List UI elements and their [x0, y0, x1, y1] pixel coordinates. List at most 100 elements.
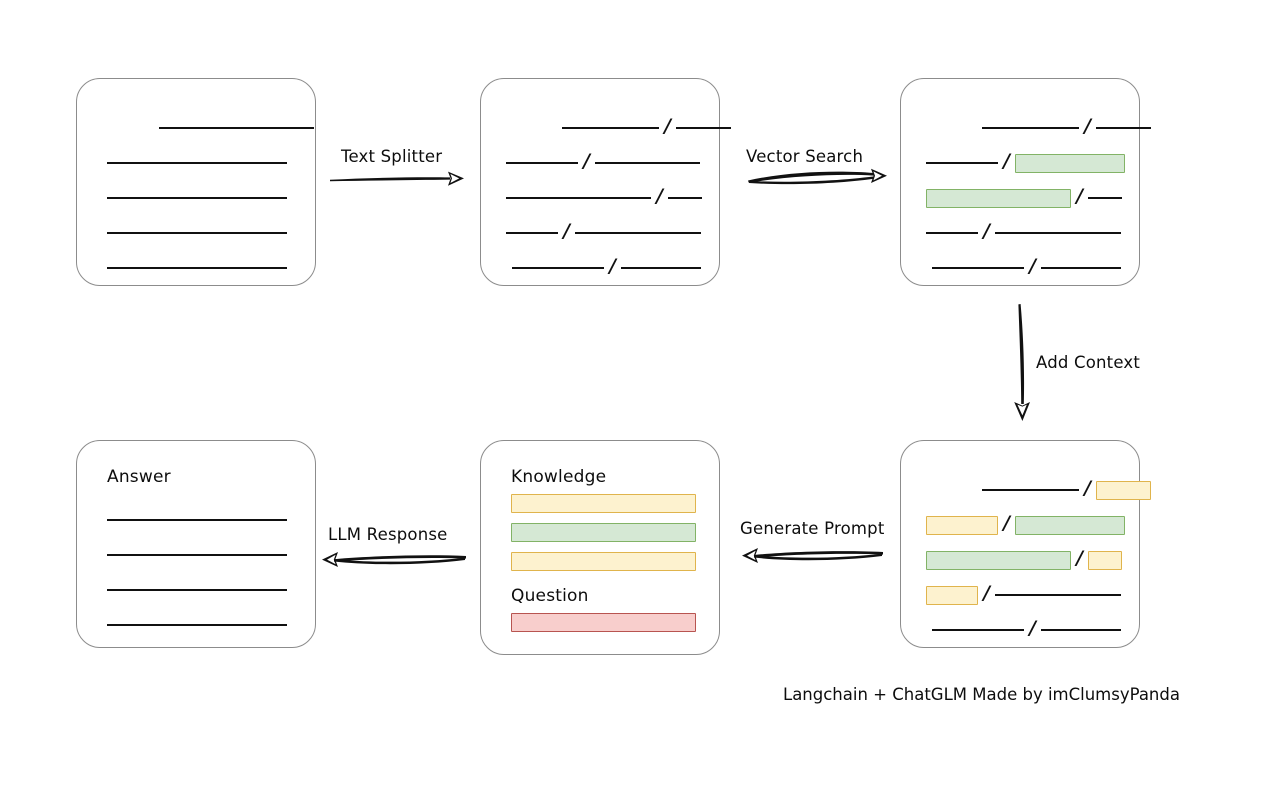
highlight-bar-yellow — [1095, 480, 1151, 500]
text-line-row: / — [926, 116, 1151, 135]
slash-separator: / — [1084, 114, 1091, 137]
split-chunks-lines: / / / / / — [481, 79, 731, 285]
arrow-label-llm-response: LLM Response — [328, 525, 448, 544]
slash-separator: / — [664, 114, 671, 137]
knowledge-label: Knowledge — [511, 467, 607, 487]
text-underline — [1087, 197, 1122, 199]
text-underline — [926, 232, 978, 234]
footer-credit: Langchain + ChatGLM Made by imClumsyPand… — [783, 685, 1180, 704]
box-context-chunks[interactable]: / / / / / — [900, 440, 1151, 648]
matched-chunks-lines: / / / / / — [901, 79, 1151, 285]
text-line-row: / — [506, 256, 701, 275]
llm-response-arrow — [322, 552, 466, 567]
source-document-lines — [77, 79, 315, 285]
text-line-row: / — [926, 186, 1122, 208]
question-bars — [481, 441, 719, 654]
text-line-row — [107, 121, 314, 135]
text-line-row: / — [506, 221, 701, 240]
add-context-arrow — [1014, 304, 1030, 421]
text-line-row — [107, 261, 287, 275]
text-line-row: / — [926, 256, 1121, 275]
highlight-bar-yellow — [511, 494, 696, 513]
highlight-bar-green — [926, 188, 1071, 208]
text-line-row — [107, 618, 287, 632]
text-line-row — [107, 513, 287, 527]
box-source-document[interactable] — [76, 78, 316, 286]
text-underline — [932, 629, 1024, 631]
text-line-row: / — [506, 116, 731, 135]
slash-separator: / — [983, 219, 990, 242]
text-line-row — [107, 583, 287, 597]
slash-separator: / — [1076, 546, 1083, 569]
text-line-row — [107, 191, 287, 205]
text-underline — [982, 127, 1079, 129]
knowledge-bars — [481, 441, 719, 654]
text-underline — [506, 232, 558, 234]
text-underline — [594, 162, 700, 164]
text-line-row — [107, 226, 287, 240]
text-line-row: / — [926, 221, 1121, 240]
text-underline — [107, 232, 287, 234]
highlight-bar-green — [1014, 153, 1125, 173]
text-line-row: / — [506, 151, 700, 170]
question-label: Question — [511, 586, 589, 606]
slash-separator: / — [1003, 511, 1010, 534]
text-underline — [982, 489, 1079, 491]
answer-lines — [77, 441, 315, 647]
generate-prompt-arrow — [742, 548, 883, 563]
highlight-bar-yellow — [926, 515, 998, 535]
slash-separator: / — [1029, 616, 1036, 639]
answer-label: Answer — [107, 467, 171, 487]
box-matched-chunks[interactable]: / / / / / — [900, 78, 1151, 286]
text-line-row: / — [506, 186, 702, 205]
text-underline — [506, 197, 651, 199]
indent-spacer — [506, 128, 562, 129]
text-underline — [107, 589, 287, 591]
text-underline — [107, 162, 287, 164]
slash-separator: / — [563, 219, 570, 242]
highlight-bar-yellow — [1087, 550, 1122, 570]
text-line-row: / — [926, 478, 1151, 500]
slash-separator: / — [1003, 149, 1010, 172]
text-underline — [506, 162, 578, 164]
arrow-label-vector-search: Vector Search — [746, 147, 864, 166]
text-underline — [994, 594, 1121, 596]
text-line-row — [107, 156, 287, 170]
text-underline — [574, 232, 701, 234]
box-answer[interactable]: Answer — [76, 440, 316, 648]
box-prompt[interactable]: Knowledge Question — [480, 440, 720, 655]
text-line-row: / — [926, 618, 1121, 637]
text-underline — [159, 127, 314, 129]
box-split-chunks[interactable]: / / / / / — [480, 78, 731, 286]
arrow-label-add-context: Add Context — [1036, 353, 1141, 372]
indent-spacer — [107, 128, 159, 129]
highlight-bar-green — [1014, 515, 1125, 535]
text-underline — [926, 162, 998, 164]
text-underline — [620, 267, 701, 269]
text-line-row: / — [926, 583, 1121, 605]
slash-separator: / — [583, 149, 590, 172]
text-underline — [107, 519, 287, 521]
text-splitter-arrow — [330, 171, 464, 186]
text-underline — [107, 267, 287, 269]
text-underline — [562, 127, 659, 129]
slash-separator: / — [1084, 476, 1091, 499]
slash-separator: / — [656, 184, 663, 207]
highlight-bar-yellow — [926, 585, 978, 605]
text-underline — [107, 624, 287, 626]
text-underline — [107, 554, 287, 556]
text-underline — [107, 197, 287, 199]
text-underline — [1040, 629, 1121, 631]
slash-separator: / — [1029, 254, 1036, 277]
indent-spacer — [926, 490, 982, 491]
text-underline — [1095, 127, 1151, 129]
text-line-row: / — [926, 513, 1125, 535]
highlight-bar-green — [511, 523, 696, 542]
text-line-row — [107, 548, 287, 562]
text-line-row: / — [926, 548, 1122, 570]
text-underline — [932, 267, 1024, 269]
text-underline — [667, 197, 702, 199]
slash-separator: / — [983, 581, 990, 604]
indent-spacer — [926, 128, 982, 129]
